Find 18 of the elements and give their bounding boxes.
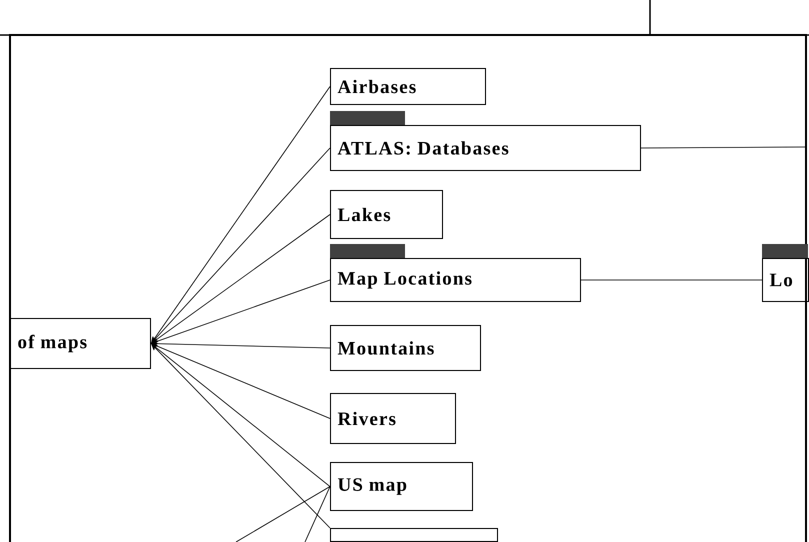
node-box: Lo <box>762 244 809 302</box>
connector <box>151 214 330 344</box>
connector <box>304 486 330 542</box>
connector <box>640 146 806 148</box>
node-box: Map Locations <box>330 244 581 302</box>
empty-box <box>330 528 498 542</box>
node-box: of maps <box>10 318 151 369</box>
node-box: Rivers <box>330 393 456 444</box>
node-box: Airbases <box>330 68 486 105</box>
connector <box>151 148 330 344</box>
connector <box>151 86 330 344</box>
node-box: Mountains <box>330 325 481 371</box>
connector <box>151 344 330 528</box>
node-box: Lakes <box>330 190 443 239</box>
node-box: US map <box>330 462 473 511</box>
connector <box>151 344 330 487</box>
connector <box>236 486 330 542</box>
node-box: ATLAS: Databases <box>330 111 641 171</box>
